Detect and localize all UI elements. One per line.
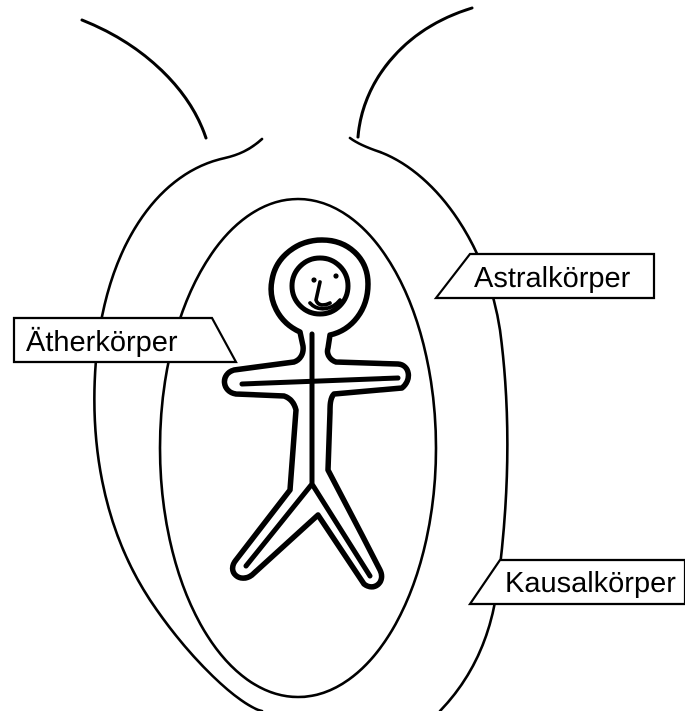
right-top-curve [358,8,472,137]
figure-arm-inner [242,378,398,384]
label-aether-text: Ätherkörper [26,326,178,358]
kausal-body-outline [94,138,507,711]
label-kausal: Kausalkörper [470,560,685,604]
figure-right-eye [333,273,338,278]
stick-figure [224,240,408,587]
left-top-curve [82,20,206,138]
label-kausal-text: Kausalkörper [505,567,676,599]
figure-smile [310,282,340,309]
label-aether: Ätherkörper [14,318,236,362]
label-astral-text: Astralkörper [474,262,631,294]
astral-body-outline [160,199,436,697]
label-astral: Astralkörper [436,254,654,298]
figure-left-eye [311,277,316,282]
